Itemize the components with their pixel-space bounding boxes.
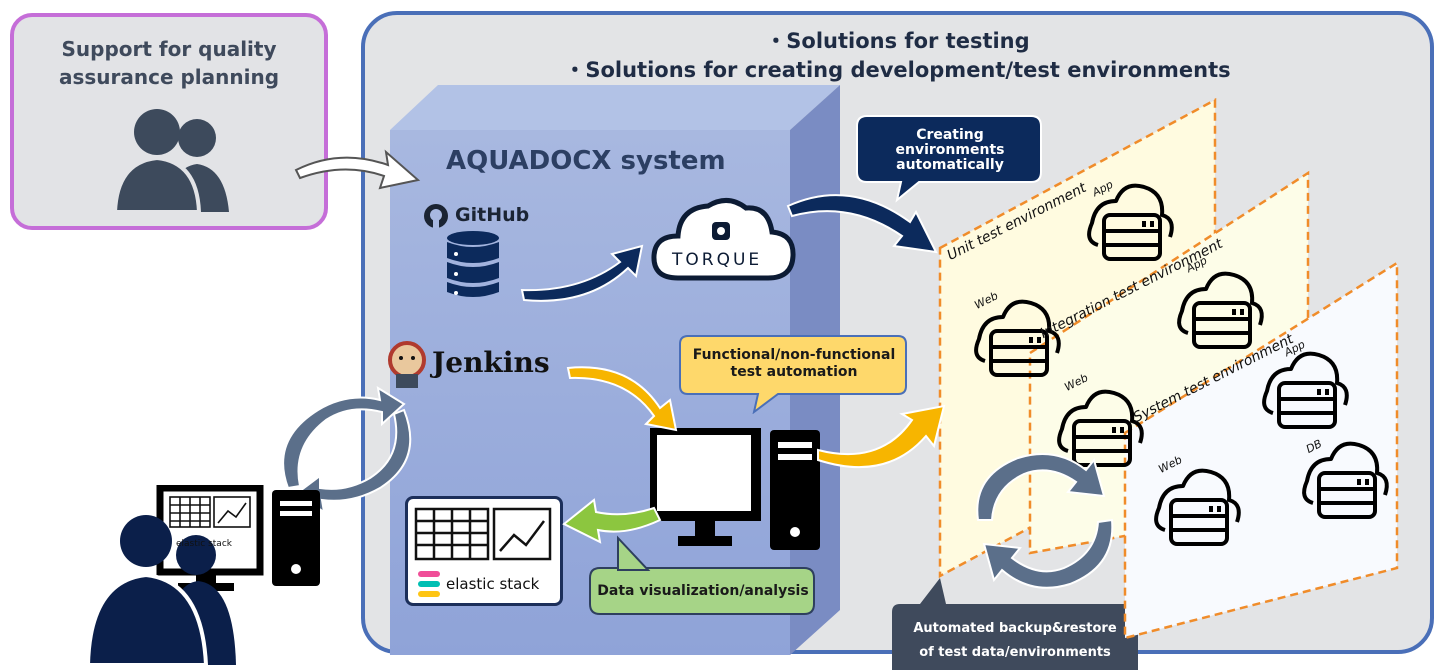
- integration-web-server-icon: [1057, 389, 1144, 467]
- developer-workstation: [86, 485, 320, 665]
- integration-app-server-icon: [1177, 271, 1264, 349]
- github-label: GitHub: [455, 204, 530, 226]
- callout-backup-line2: of test data/environments: [919, 645, 1111, 660]
- arrow-computer-to-elastic: [562, 498, 662, 544]
- workstation-elastic-label: elastic stack: [176, 539, 232, 549]
- elastic-label: elastic stack: [446, 575, 540, 593]
- github-icon: [424, 204, 448, 228]
- arrow-db-to-torque: [520, 244, 644, 302]
- qa-planning-panel: Support for quality assurance planning: [10, 13, 328, 230]
- arrow-qa-to-system: [294, 149, 421, 190]
- system-title: AQUADOCX system: [446, 146, 726, 176]
- dashboard-chart-icon: [414, 507, 552, 561]
- callout-backup-bubble: [892, 578, 1138, 670]
- system-app-server-icon: [1262, 351, 1349, 429]
- callout-test-line2: test automation: [730, 364, 858, 380]
- qa-title-line2: assurance planning: [58, 65, 280, 89]
- elastic-logo-icon: [418, 571, 440, 597]
- torque-label: TORQUE: [672, 250, 763, 270]
- database-icon: [447, 231, 499, 297]
- solutions-title-line2: ・Solutions for creating development/test…: [564, 58, 1231, 82]
- system-db-server-icon: [1302, 441, 1389, 519]
- torque-cloud-icon: [651, 198, 796, 281]
- arrow-computer-to-env: [817, 404, 946, 469]
- arrow-backup-forward: [976, 453, 1106, 521]
- jenkins-label: Jenkins: [432, 346, 550, 379]
- qa-title-line1: Support for quality: [61, 37, 277, 61]
- arrow-jenkins-to-computer: [566, 366, 678, 432]
- callout-env-line3: automatically: [896, 157, 1004, 173]
- solutions-title: ・Solutions for testing ・Solutions for cr…: [361, 27, 1434, 85]
- solutions-title-line1: ・Solutions for testing: [765, 29, 1030, 53]
- arrow-user-to-jenkins: [282, 385, 406, 490]
- jenkins-icon: [388, 341, 426, 388]
- callout-env-line1: Creating: [916, 127, 984, 143]
- callout-env-line2: environments: [895, 142, 1005, 158]
- arrow-backup-back: [982, 518, 1114, 589]
- unit-app-server-icon: [1087, 183, 1174, 261]
- callout-env-bubble: [856, 115, 1042, 203]
- qa-planning-title: Support for quality assurance planning: [14, 35, 324, 91]
- callout-backup-text: Automated backup&restore of test data/en…: [892, 617, 1138, 665]
- callout-test-line1: Functional/non-functional: [692, 347, 896, 363]
- callout-backup-line1: Automated backup&restore: [913, 621, 1117, 636]
- callout-test-text: Functional/non-functional test automatio…: [680, 347, 908, 381]
- callout-env-text: Creating environments automatically: [870, 128, 1030, 173]
- environment-cards: [938, 98, 1399, 640]
- callout-data-text: Data visualization/analysis: [597, 583, 809, 599]
- arrow-torque-to-env: [786, 194, 938, 254]
- unit-web-server-icon: [974, 299, 1061, 377]
- elastic-dashboard: elastic stack: [405, 496, 563, 606]
- callout-test-bubble: [679, 335, 907, 414]
- callout-data-bubble: [589, 535, 815, 615]
- system-web-server-icon: [1154, 468, 1241, 546]
- computer-icon: [650, 428, 820, 550]
- users-icon: [112, 109, 229, 212]
